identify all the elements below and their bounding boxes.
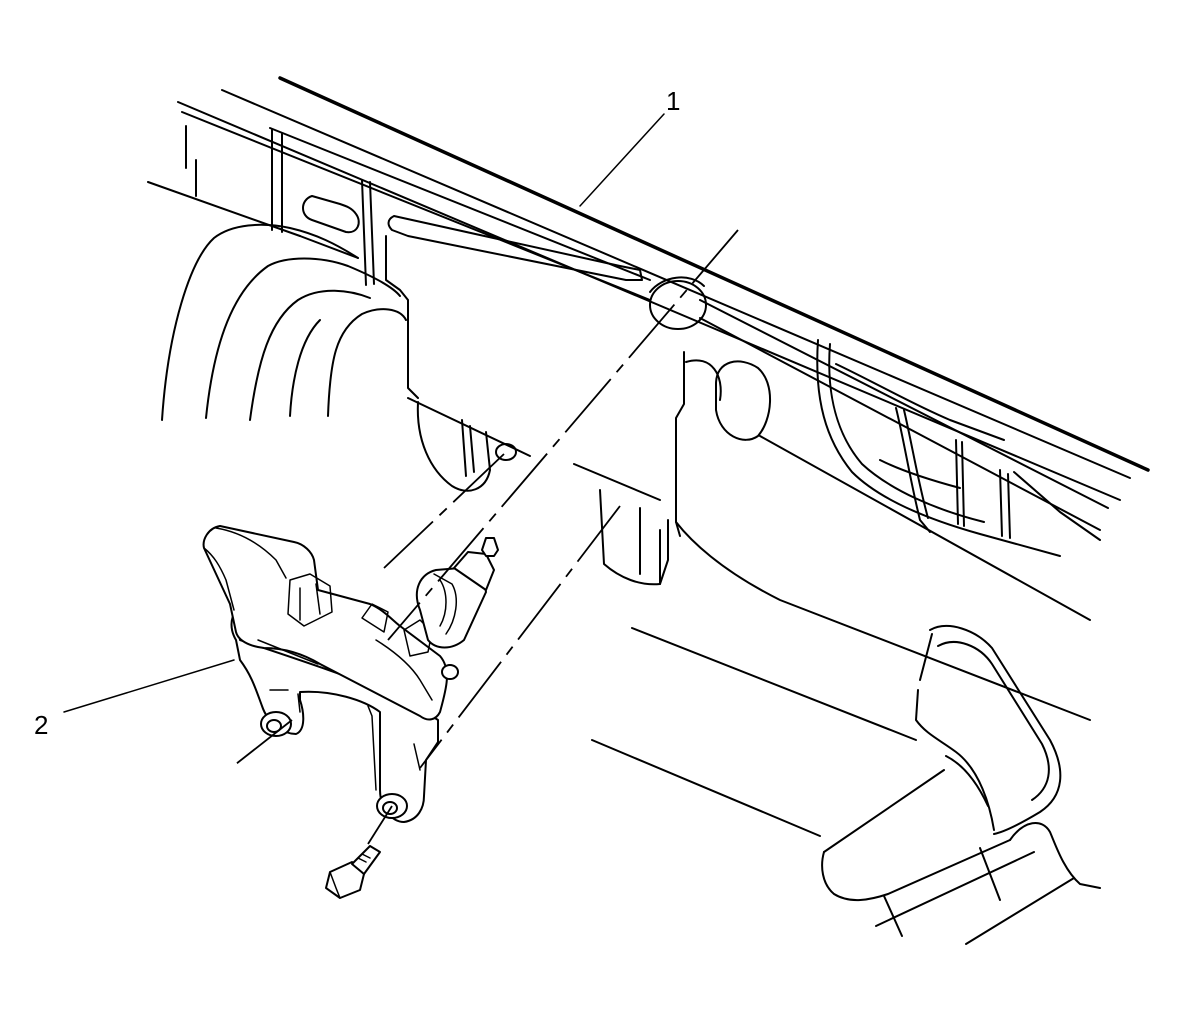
callout-1: 1	[579, 86, 680, 207]
callout-label-2: 2	[34, 710, 48, 740]
motor-bracket-assembly	[202, 525, 499, 823]
body-panel	[147, 76, 1150, 945]
callout-label-1: 1	[666, 86, 680, 116]
leader-line-1	[579, 113, 665, 207]
bolt	[325, 845, 381, 899]
alignment-lines	[235, 229, 739, 845]
callout-2: 2	[34, 659, 235, 740]
leader-line-2	[63, 659, 235, 713]
